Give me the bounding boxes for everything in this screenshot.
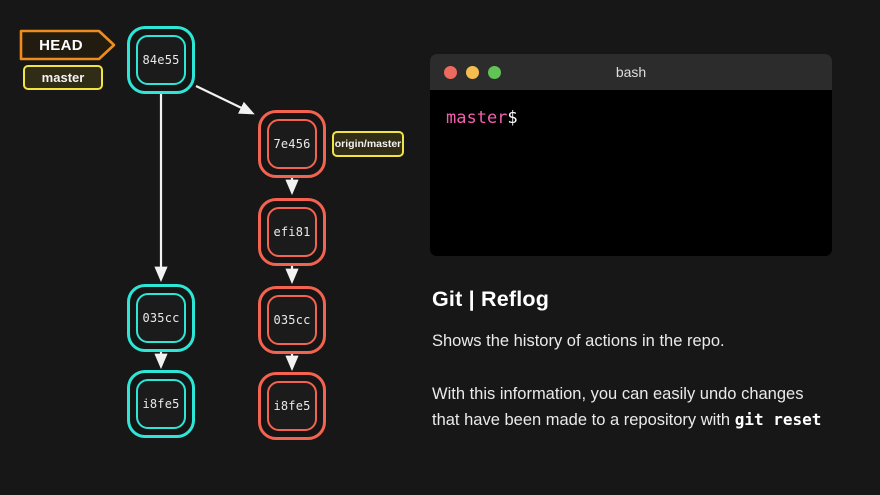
ref-tag-origin-master[interactable]: origin/master <box>332 131 404 157</box>
terminal-prompt-line: master$ <box>446 108 816 128</box>
terminal-window: bash master$ <box>430 54 832 256</box>
commit-hash: i8fe5 <box>142 397 180 411</box>
description-paragraph: With this information, you can easily un… <box>432 382 832 433</box>
commit-inner: i8fe5 <box>136 379 186 429</box>
commit-inner: efi81 <box>267 207 317 257</box>
commit-inner: 035cc <box>267 295 317 345</box>
commit-node-local-i8fe5[interactable]: i8fe5 <box>127 370 195 438</box>
terminal-body[interactable]: master$ <box>430 90 832 256</box>
commit-node-local-84e55[interactable]: 84e55 <box>127 26 195 94</box>
commit-node-local-035cc[interactable]: 035cc <box>127 284 195 352</box>
commit-inner: 035cc <box>136 293 186 343</box>
minimize-icon[interactable] <box>466 65 479 79</box>
terminal-title: bash <box>615 64 647 80</box>
commit-node-remote-i8fe5[interactable]: i8fe5 <box>258 372 326 440</box>
commit-node-remote-efi81[interactable]: efi81 <box>258 198 326 266</box>
commit-hash: efi81 <box>273 225 311 239</box>
paragraph-text: With this information, you can easily un… <box>432 385 804 429</box>
commit-hash: 84e55 <box>142 53 180 67</box>
commit-hash: 035cc <box>273 313 311 327</box>
graph-connector-lines <box>154 85 299 372</box>
prompt-branch-name: master <box>446 108 508 128</box>
commit-hash: 035cc <box>142 311 180 325</box>
commit-inner: 84e55 <box>136 35 186 85</box>
window-controls <box>444 65 501 79</box>
page-title: Git | Reflog <box>432 287 550 311</box>
close-icon[interactable] <box>444 65 457 79</box>
inline-code-git-reset: git reset <box>734 410 822 429</box>
commit-hash: 7e456 <box>273 137 311 151</box>
commit-hash: i8fe5 <box>273 399 311 413</box>
commit-node-remote-7e456[interactable]: 7e456 <box>258 110 326 178</box>
head-label: HEAD <box>39 36 83 54</box>
git-graph-panel: HEAD master origin/master 84e55 035cc i8… <box>0 0 420 495</box>
prompt-sign: $ <box>507 108 518 128</box>
maximize-icon[interactable] <box>488 65 501 79</box>
right-panel: bash master$ Git | Reflog Shows the hist… <box>430 0 880 495</box>
head-pointer[interactable]: HEAD <box>19 29 116 61</box>
commit-node-remote-035cc[interactable]: 035cc <box>258 286 326 354</box>
ref-tag-master[interactable]: master <box>23 65 103 90</box>
commit-inner: i8fe5 <box>267 381 317 431</box>
subtitle-text: Shows the history of actions in the repo… <box>432 332 725 350</box>
commit-inner: 7e456 <box>267 119 317 169</box>
terminal-titlebar[interactable]: bash <box>430 54 832 90</box>
